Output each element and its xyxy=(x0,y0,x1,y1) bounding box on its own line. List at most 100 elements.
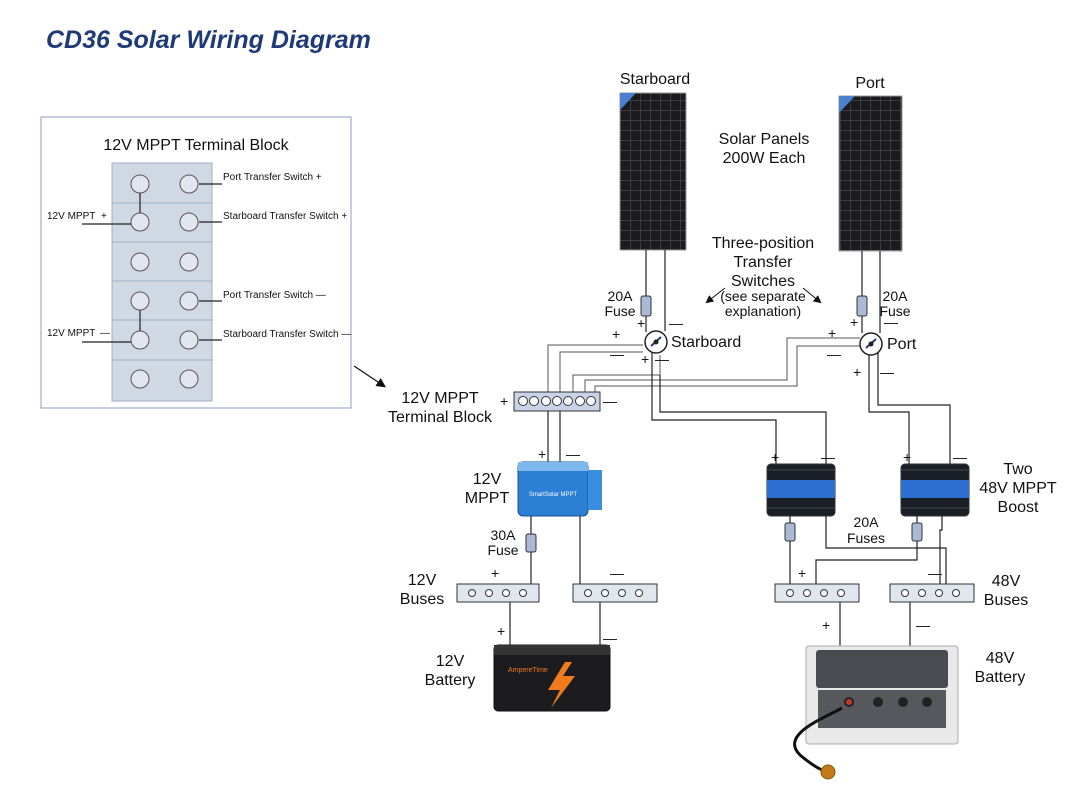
polarity-signs: + — + — + — + — + — + — + — + — + — + — … xyxy=(491,314,967,646)
inset-label-mppt-pos: 12V MPPT xyxy=(47,211,95,222)
battery48-label-line2: Battery xyxy=(975,669,1026,686)
fuse-boost-label-line1: 20A xyxy=(854,514,880,530)
boost-converter-right xyxy=(900,463,970,517)
buses12-label-line1: 12V xyxy=(408,572,437,589)
sign-minus: — xyxy=(566,446,580,462)
terminal-block-label-line1: 12V MPPT xyxy=(401,390,479,407)
sign-plus: + xyxy=(612,326,620,342)
sign-minus: — xyxy=(884,314,898,330)
sign-minus: — xyxy=(603,393,617,409)
sign-plus: + xyxy=(497,623,505,639)
sign-minus: — xyxy=(916,617,930,633)
sign-plus: + xyxy=(491,565,499,581)
sign-plus: + xyxy=(771,449,779,465)
inset-label-mppt-neg-sign: — xyxy=(100,328,110,339)
solar-panel-port xyxy=(838,95,903,252)
wiring xyxy=(509,250,951,646)
transfer-switch-starboard-label: Starboard xyxy=(671,334,741,351)
sign-minus: — xyxy=(669,315,683,331)
sign-plus: + xyxy=(828,325,836,341)
sign-plus: + xyxy=(822,617,830,633)
sign-plus: + xyxy=(853,364,861,380)
switches-note-line2: explanation) xyxy=(725,303,801,319)
solar-panels-label-line2: 200W Each xyxy=(723,150,806,167)
boost-converter-left xyxy=(766,463,836,517)
buses12-label-line2: Buses xyxy=(400,591,444,608)
mppt12-label-line2: MPPT xyxy=(465,490,510,507)
boost-label-line2: 48V MPPT xyxy=(979,480,1057,497)
panel-label-port: Port xyxy=(855,75,885,92)
boost-label-line1: Two xyxy=(1003,461,1032,478)
sign-plus: + xyxy=(850,314,858,330)
inset-label-mppt-pos-sign: + xyxy=(101,211,107,222)
inset-label-port-neg: Port Transfer Switch — xyxy=(223,290,326,301)
inset-title: 12V MPPT Terminal Block xyxy=(103,137,289,154)
fuse-port-label-line1: 20A xyxy=(883,288,909,304)
transfer-switch-port xyxy=(859,332,883,356)
sign-minus: — xyxy=(610,565,624,581)
inset-label-stbd-neg: Starboard Transfer Switch — xyxy=(223,329,351,340)
sign-minus: — xyxy=(827,346,841,362)
fuse-starboard-label-line1: 20A xyxy=(608,288,634,304)
buses48-label-line1: 48V xyxy=(992,573,1021,590)
mppt12-label-line1: 12V xyxy=(473,471,502,488)
switches-note-line1: (see separate xyxy=(720,288,806,304)
page-title: CD36 Solar Wiring Diagram xyxy=(46,26,371,54)
fuse-mppt12-label-line1: 30A xyxy=(491,527,517,543)
sign-minus: — xyxy=(603,630,617,646)
fuse-starboard xyxy=(640,295,652,317)
battery12-label-line2: Battery xyxy=(425,672,476,689)
switches-label-line3: Switches xyxy=(731,273,795,290)
fuse-port-label-line2: Fuse xyxy=(879,303,910,319)
boost-label-line3: Boost xyxy=(998,499,1039,516)
mppt12-device-text: SmartSolar MPPT xyxy=(529,492,578,498)
sign-minus: — xyxy=(928,565,942,581)
sign-plus: + xyxy=(798,565,806,581)
sign-plus: + xyxy=(637,315,645,331)
inset-label-port-pos: Port Transfer Switch + xyxy=(223,172,322,183)
fuse-boost-right xyxy=(911,522,923,542)
battery12-label-line1: 12V xyxy=(436,653,465,670)
sign-plus: + xyxy=(538,446,546,462)
sign-minus: — xyxy=(821,449,835,465)
battery-48v xyxy=(793,645,959,780)
switch-arrow-left xyxy=(705,287,726,304)
inset-pointer-arrow xyxy=(353,365,386,388)
solar-panels-label-line1: Solar Panels xyxy=(719,131,810,148)
bus-12v-positive xyxy=(456,583,540,603)
sign-plus: + xyxy=(500,393,508,409)
solar-panel-starboard xyxy=(619,92,687,251)
fuse-boost-left xyxy=(784,522,796,542)
sign-minus: — xyxy=(655,351,669,367)
sign-plus: + xyxy=(641,351,649,367)
inset-label-stbd-pos: Starboard Transfer Switch + xyxy=(223,211,347,222)
battery-12v: AmpereTime xyxy=(493,644,611,712)
battery-12v-brand: AmpereTime xyxy=(508,667,548,674)
bus-12v-negative xyxy=(572,583,658,603)
sign-minus: — xyxy=(953,449,967,465)
inset-label-mppt-neg: 12V MPPT xyxy=(47,328,95,339)
sign-minus: — xyxy=(610,346,624,362)
sign-minus: — xyxy=(880,364,894,380)
transfer-switch-starboard xyxy=(644,330,668,354)
transfer-switch-port-label: Port xyxy=(887,336,917,353)
battery48-label-line1: 48V xyxy=(986,650,1015,667)
fuse-starboard-label-line2: Fuse xyxy=(604,303,635,319)
sign-plus: + xyxy=(903,449,911,465)
fuse-mppt12 xyxy=(525,533,537,553)
inset-terminal-block xyxy=(82,162,222,402)
mppt12-terminal-block xyxy=(513,391,601,412)
buses48-label-line2: Buses xyxy=(984,592,1028,609)
fuse-mppt12-label-line2: Fuse xyxy=(487,542,518,558)
fuse-port xyxy=(856,295,868,317)
mppt12-device: SmartSolar MPPT xyxy=(517,461,602,517)
fuse-boost-label-line2: Fuses xyxy=(847,530,885,546)
switches-label-line2: Transfer xyxy=(734,254,794,271)
bus-48v-negative xyxy=(889,583,975,603)
bus-48v-positive xyxy=(774,583,860,603)
switches-label-line1: Three-position xyxy=(712,235,814,252)
terminal-block-label-line2: Terminal Block xyxy=(388,409,493,426)
panel-label-starboard: Starboard xyxy=(620,71,690,88)
inset-panel: 12V MPPT Terminal Block xyxy=(40,116,352,409)
